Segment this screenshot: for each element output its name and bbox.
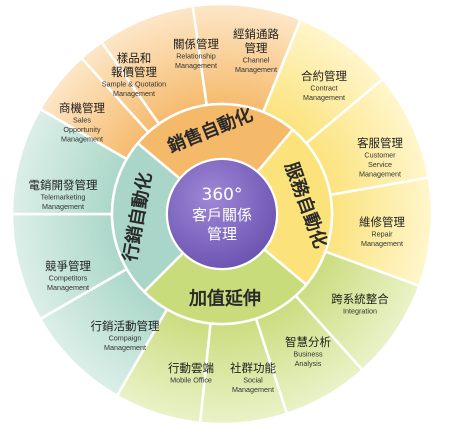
- category-label: 加值延伸: [188, 287, 261, 309]
- segment-en: Channel: [243, 56, 270, 65]
- segment-zh: 行動雲端: [168, 361, 214, 375]
- segment-en: Management: [361, 239, 403, 248]
- segment-zh: 客服管理: [357, 136, 403, 150]
- segment-en: Management: [104, 343, 146, 352]
- segment-en: Management: [235, 65, 277, 74]
- segment-en: Compaign: [109, 334, 142, 343]
- segment-en: Opportunity: [63, 125, 101, 134]
- segment-en: Competitors: [49, 274, 88, 283]
- segment-en: Mobile Office: [170, 376, 212, 385]
- segment-en: Analysis: [295, 359, 322, 368]
- core-line1: 客戶關係: [192, 206, 252, 224]
- core-circle-shape: [166, 158, 278, 270]
- segment-zh: 電銷開發管理: [29, 178, 98, 192]
- segment-zh: 跨系統整合: [331, 292, 389, 306]
- core-title: 360°: [202, 185, 243, 205]
- segment-en: Integration: [343, 307, 377, 316]
- segment-en: Management: [303, 93, 345, 102]
- segment-en: Business: [293, 350, 323, 359]
- segment-en: Contract: [310, 84, 337, 93]
- segment-zh: 商機管理: [59, 101, 105, 115]
- segment-en: Management: [42, 202, 84, 211]
- segment-zh: 合約管理: [301, 69, 347, 83]
- segment-zh: 社群功能: [230, 361, 276, 375]
- segment-en: Social: [243, 376, 263, 385]
- segment-en: Relationship: [176, 52, 216, 61]
- segment-en: Sales: [73, 116, 91, 125]
- segment-en: Management: [113, 89, 155, 98]
- segment-zh: 維修管理: [359, 215, 405, 229]
- segment-en: Sample & Quotation: [102, 80, 166, 89]
- segment-en: Management: [61, 135, 103, 144]
- segment-zh: 競爭管理: [45, 259, 91, 273]
- core-line2: 管理: [207, 225, 237, 243]
- segment-en: Customer: [364, 151, 396, 160]
- segment-en: Management: [47, 283, 89, 292]
- outer-ring: [10, 2, 434, 426]
- segment-en: Management: [359, 170, 401, 179]
- segment-zh: 行銷活動管理: [91, 319, 160, 333]
- segment-en: Management: [175, 61, 217, 70]
- segment-en: Management: [232, 385, 274, 394]
- segment-zh2: 報價管理: [111, 65, 157, 79]
- segment-en: Service: [368, 160, 392, 169]
- segment-en: Telemarketing: [41, 193, 86, 202]
- segment-en: Repair: [371, 230, 393, 239]
- segment-zh: 關係管理: [173, 37, 219, 51]
- segment-zh: 樣品和: [117, 51, 152, 65]
- segment-zh2: 管理: [245, 41, 268, 55]
- segment-zh: 經銷通路: [233, 27, 279, 41]
- segment-zh: 智慧分析: [285, 335, 331, 349]
